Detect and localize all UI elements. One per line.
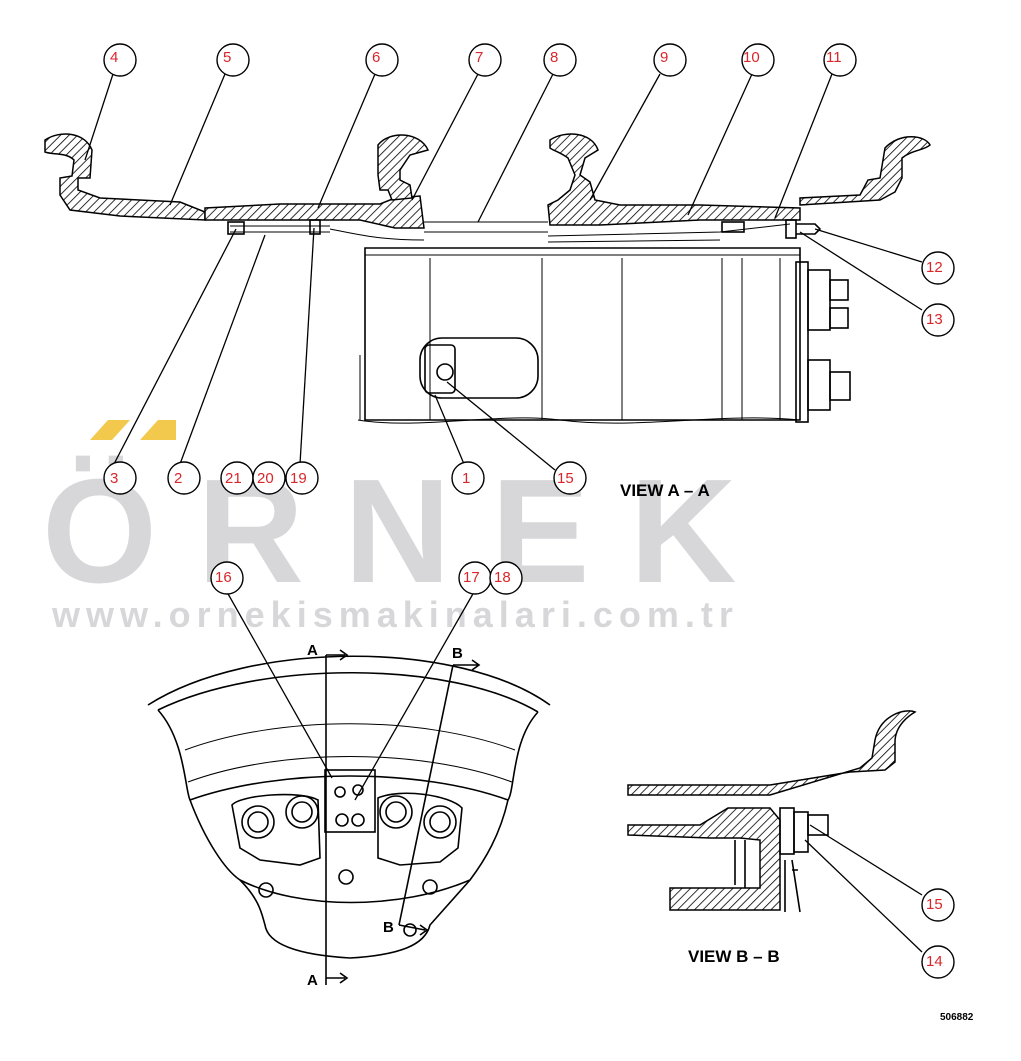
leader-lines [84, 73, 923, 953]
view-a-section-drawing [44, 133, 931, 424]
callout-15-view-a: 15 [553, 461, 587, 495]
nut-right [721, 221, 745, 233]
right-rim-flange [799, 136, 931, 206]
section-letter-b-top: B [452, 645, 463, 662]
svg-text:3: 3 [110, 470, 118, 487]
center-spacer [424, 221, 548, 233]
callout-2: 2 [167, 461, 201, 495]
svg-text:10: 10 [743, 49, 760, 66]
callout-20: 20 [252, 461, 286, 495]
hub-assembly [357, 247, 851, 424]
section-letter-b-bottom: B [383, 919, 394, 936]
callout-19: 19 [285, 461, 319, 495]
stud-right [547, 223, 791, 243]
rim-section-b [627, 710, 917, 796]
callout-8: 8 [543, 43, 577, 77]
svg-text:21: 21 [225, 470, 242, 487]
callout-18: 18 [489, 561, 523, 595]
watermark-accent-right [140, 420, 176, 440]
svg-text:1: 1 [462, 470, 470, 487]
view-a-label: VIEW A – A [620, 481, 710, 500]
flange-section-b [627, 807, 781, 911]
svg-text:9: 9 [660, 49, 668, 66]
bolt-tip-right [796, 223, 822, 235]
callout-10: 10 [741, 43, 775, 77]
callout-16: 16 [210, 561, 244, 595]
inner-flange-left [377, 134, 430, 201]
front-view-drawing [147, 649, 551, 985]
svg-text:7: 7 [475, 49, 483, 66]
svg-text:17: 17 [463, 569, 480, 586]
watermark-brand: ÖRNEK [42, 449, 776, 614]
watermark-accent-left [90, 420, 130, 440]
view-b-section-drawing [627, 710, 917, 913]
view-b-label: VIEW B – B [688, 947, 780, 966]
callout-13: 13 [921, 303, 955, 337]
svg-text:18: 18 [494, 569, 511, 586]
callout-7: 7 [468, 43, 502, 77]
callout-9: 9 [653, 43, 687, 77]
watermark: ÖRNEK www.ornekismakinalari.com.tr [42, 420, 776, 635]
svg-text:19: 19 [290, 470, 307, 487]
callout-21: 21 [220, 461, 254, 495]
inner-flange-right [547, 133, 801, 226]
svg-text:5: 5 [223, 49, 231, 66]
callout-17: 17 [458, 561, 492, 595]
callout-4: 4 [103, 43, 137, 77]
svg-text:15: 15 [557, 470, 574, 487]
svg-text:4: 4 [110, 49, 118, 66]
section-letter-a-top: A [307, 642, 318, 659]
callout-14: 14 [921, 945, 955, 979]
left-rim-flange [44, 133, 206, 221]
svg-text:6: 6 [372, 49, 380, 66]
callout-5: 5 [216, 43, 250, 77]
callout-3: 3 [103, 461, 137, 495]
svg-text:15: 15 [926, 896, 943, 913]
watermark-url: www.ornekismakinalari.com.tr [51, 594, 739, 635]
nut-mid [309, 219, 321, 235]
svg-text:2: 2 [174, 470, 182, 487]
svg-text:11: 11 [826, 49, 842, 66]
callout-12: 12 [921, 251, 955, 285]
bolt-head-right [785, 219, 797, 239]
svg-text:13: 13 [926, 311, 943, 328]
svg-text:16: 16 [215, 569, 232, 586]
callout-15-view-b: 15 [921, 888, 955, 922]
svg-text:12: 12 [926, 259, 943, 276]
svg-text:8: 8 [550, 49, 558, 66]
callout-6: 6 [365, 43, 399, 77]
callout-11: 11 [823, 43, 857, 77]
left-rim-body [204, 195, 425, 229]
svg-text:14: 14 [926, 953, 943, 970]
svg-text:20: 20 [257, 470, 274, 487]
figure-number: 506882 [940, 1012, 974, 1023]
callouts: 4 5 6 7 8 9 10 11 12 13 3 2 21 20 19 1 1… [103, 43, 955, 979]
section-line-b [398, 664, 454, 926]
nut-left [227, 221, 245, 235]
callout-1: 1 [451, 461, 485, 495]
section-letter-a-bottom: A [307, 972, 318, 989]
